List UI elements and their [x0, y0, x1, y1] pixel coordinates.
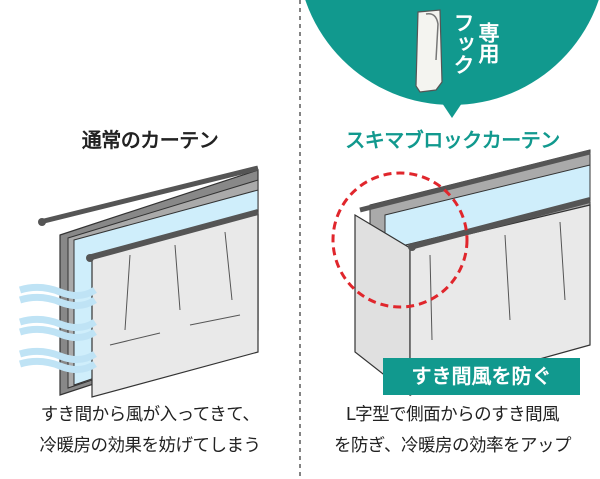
hook-label-1: フック	[451, 12, 475, 75]
left-caption: すき間から風が入ってきて、 冷暖房の効果を妨げてしまう	[0, 400, 300, 462]
right-caption-line-1: L字型で側面からのすき間風	[345, 405, 560, 425]
right-title: スキマブロックカーテン	[345, 128, 560, 152]
left-caption-line-2: 冷暖房の効果を妨げてしまう	[39, 436, 262, 456]
hook-label-2: 専用	[476, 22, 500, 64]
highlight-circle	[331, 171, 469, 309]
back-rail	[39, 165, 259, 225]
left-curtain-illustration	[18, 165, 259, 398]
left-title: 通常のカーテン	[81, 128, 219, 152]
front-rail	[87, 209, 259, 261]
hook-bubble	[305, 0, 599, 105]
right-curtain-illustration	[331, 149, 591, 397]
curtain-panel	[409, 204, 591, 396]
hook-bubble-pointer	[442, 103, 462, 118]
wind-arrows-icon	[18, 283, 97, 373]
right-caption: L字型で側面からのすき間風 を防ぎ、冷暖房の効率をアップ	[305, 400, 600, 462]
left-caption-line-1: すき間から風が入ってきて、	[40, 405, 260, 425]
feature-badge: すき間風を防ぐ	[383, 358, 580, 395]
front-rail	[409, 197, 591, 250]
right-caption-line-2: を防ぎ、冷暖房の効率をアップ	[333, 436, 572, 456]
hook-icon	[415, 9, 443, 93]
back-rail	[359, 149, 591, 213]
